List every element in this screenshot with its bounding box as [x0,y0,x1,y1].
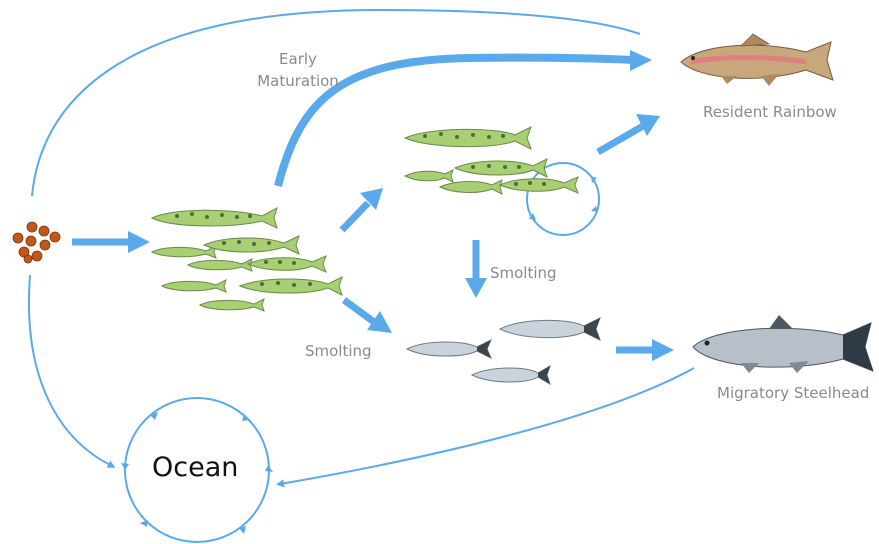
fry-to-parr-arrow [342,188,383,230]
eggs-to-ocean-line [29,275,112,466]
early-maturation-label-line2: Maturation [240,70,356,92]
egg-cluster-icon [13,222,60,263]
migratory-steelhead-label: Migratory Steelhead [717,384,869,402]
rainbow-trout-icon [681,34,833,86]
early-maturation-label: Early Maturation [240,48,356,92]
eggs-to-fry-arrow [72,231,150,253]
smolt-to-steelhead-arrow [616,339,674,361]
eggs-to-rainbow-line [32,10,640,196]
ocean-label: Ocean [152,452,238,483]
smolting-left-label: Smolting [305,342,372,360]
parr-loop-cycle [527,163,599,235]
parr-to-rainbow-arrow [598,114,660,152]
early-maturation-label-line1: Early [240,48,356,70]
smolting-center-label: Smolting [490,264,557,282]
parr-to-smolt-arrow [465,240,487,298]
resident-rainbow-label: Resident Rainbow [703,103,837,121]
steelhead-to-ocean-line [280,368,694,484]
smolt-icon [407,318,600,384]
fry-to-smolt-arrow [344,300,392,333]
early-maturation-arrowhead [630,50,652,71]
older-parr-icon [405,127,578,194]
steelhead-icon [693,315,873,373]
juvenile-parr-icon [152,208,342,311]
